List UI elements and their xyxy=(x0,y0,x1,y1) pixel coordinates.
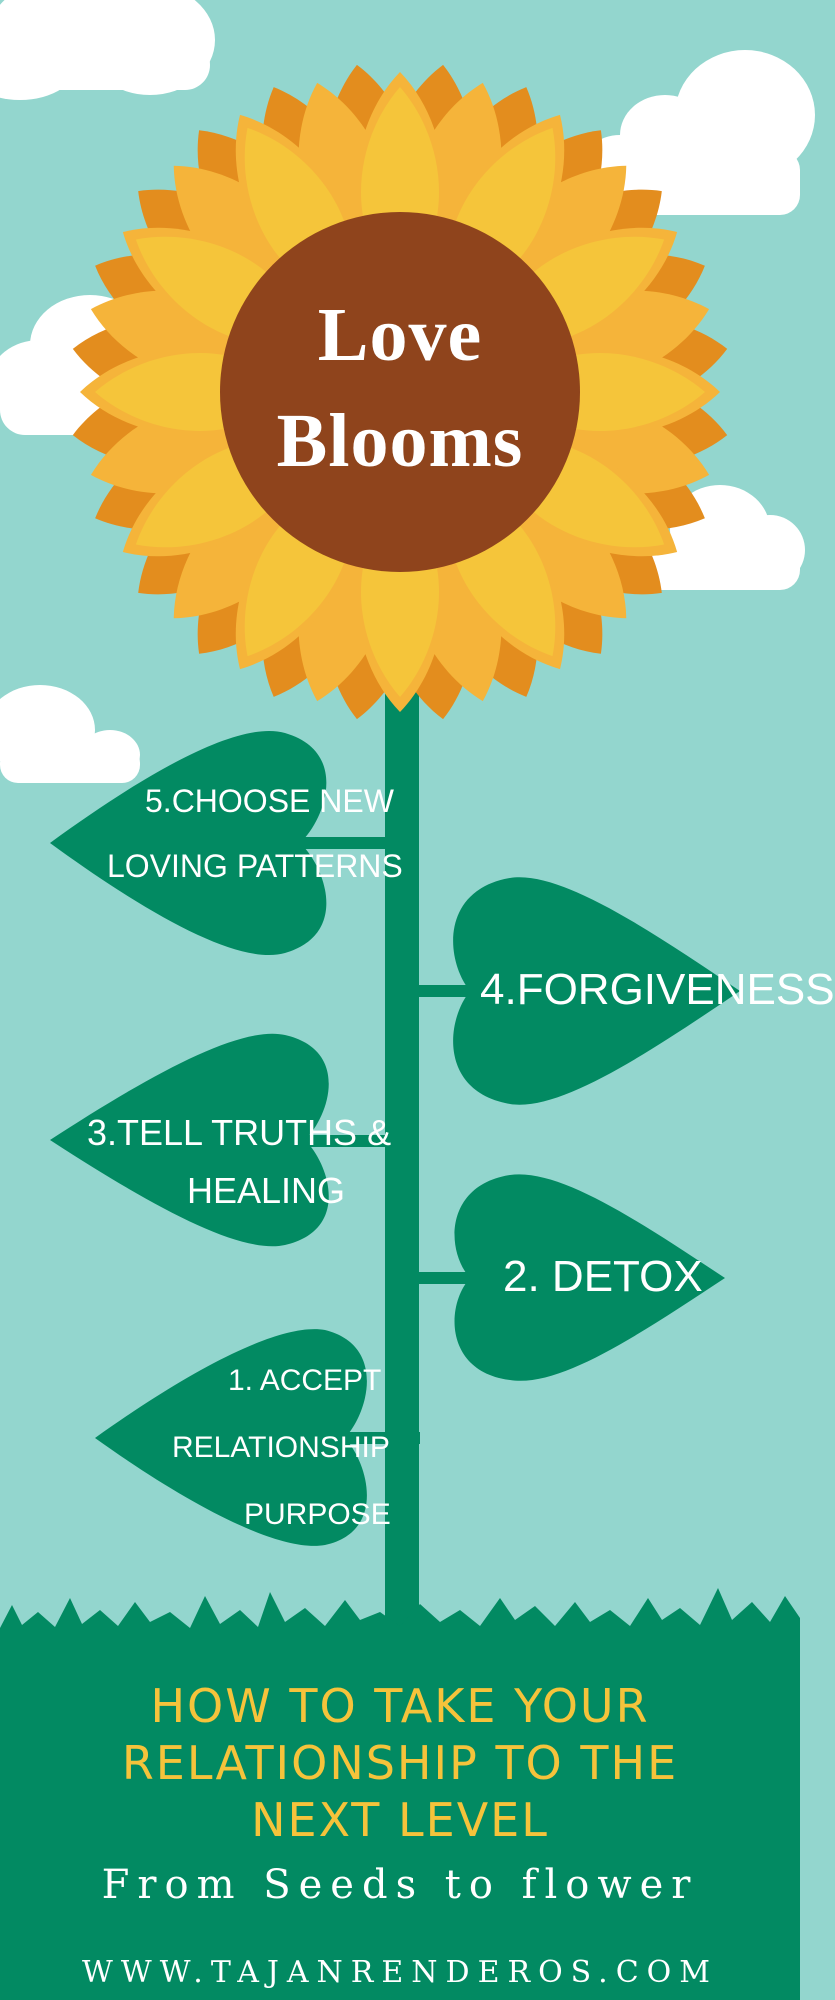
leaf-3 xyxy=(50,1033,329,1247)
leaf-3-line2: HEALING xyxy=(187,1170,346,1211)
leaf-5 xyxy=(50,730,327,956)
subtitle: From Seeds to flower xyxy=(101,1862,699,1908)
cloud-lower-left xyxy=(0,685,140,783)
ground xyxy=(0,1645,800,2000)
leaf-1-line2: RELATIONSHIP xyxy=(172,1431,390,1464)
branch-4 xyxy=(415,985,475,997)
leaf-3-line1: 3.TELL TRUTHS & xyxy=(87,1112,392,1153)
leaf-1-line1: 1. ACCEPT xyxy=(228,1364,382,1397)
leaf-4 xyxy=(453,877,740,1105)
title-blooms: Blooms xyxy=(276,399,524,483)
title-love: Love xyxy=(317,293,483,377)
branch-3 xyxy=(300,1135,390,1147)
leaf-4-label: 4.FORGIVENESS xyxy=(480,965,835,1014)
headline-line2: RELATIONSHIP TO THE xyxy=(121,1736,679,1790)
leaf-2 xyxy=(454,1174,725,1381)
leaf-5-line2: LOVING PATTERNS xyxy=(107,848,403,884)
flower-center xyxy=(220,212,580,572)
leaf-5-line1: 5.CHOOSE NEW xyxy=(145,783,394,819)
grass xyxy=(0,1588,800,1650)
website-link[interactable]: WWW.TAJANRENDEROS.COM xyxy=(82,1955,718,1990)
leaf-2-label: 2. DETOX xyxy=(503,1252,703,1301)
leaf-1-line3: PURPOSE xyxy=(244,1498,391,1531)
headline-line1: HOW TO TAKE YOUR xyxy=(150,1679,650,1733)
headline-line3: NEXT LEVEL xyxy=(251,1793,549,1847)
leaf-1 xyxy=(95,1329,367,1546)
cloud-top-left xyxy=(0,0,215,100)
branch-5 xyxy=(300,837,390,849)
stem xyxy=(385,690,419,1650)
artwork xyxy=(0,0,815,2000)
branch-2 xyxy=(415,1272,475,1284)
branch-1 xyxy=(340,1432,420,1444)
